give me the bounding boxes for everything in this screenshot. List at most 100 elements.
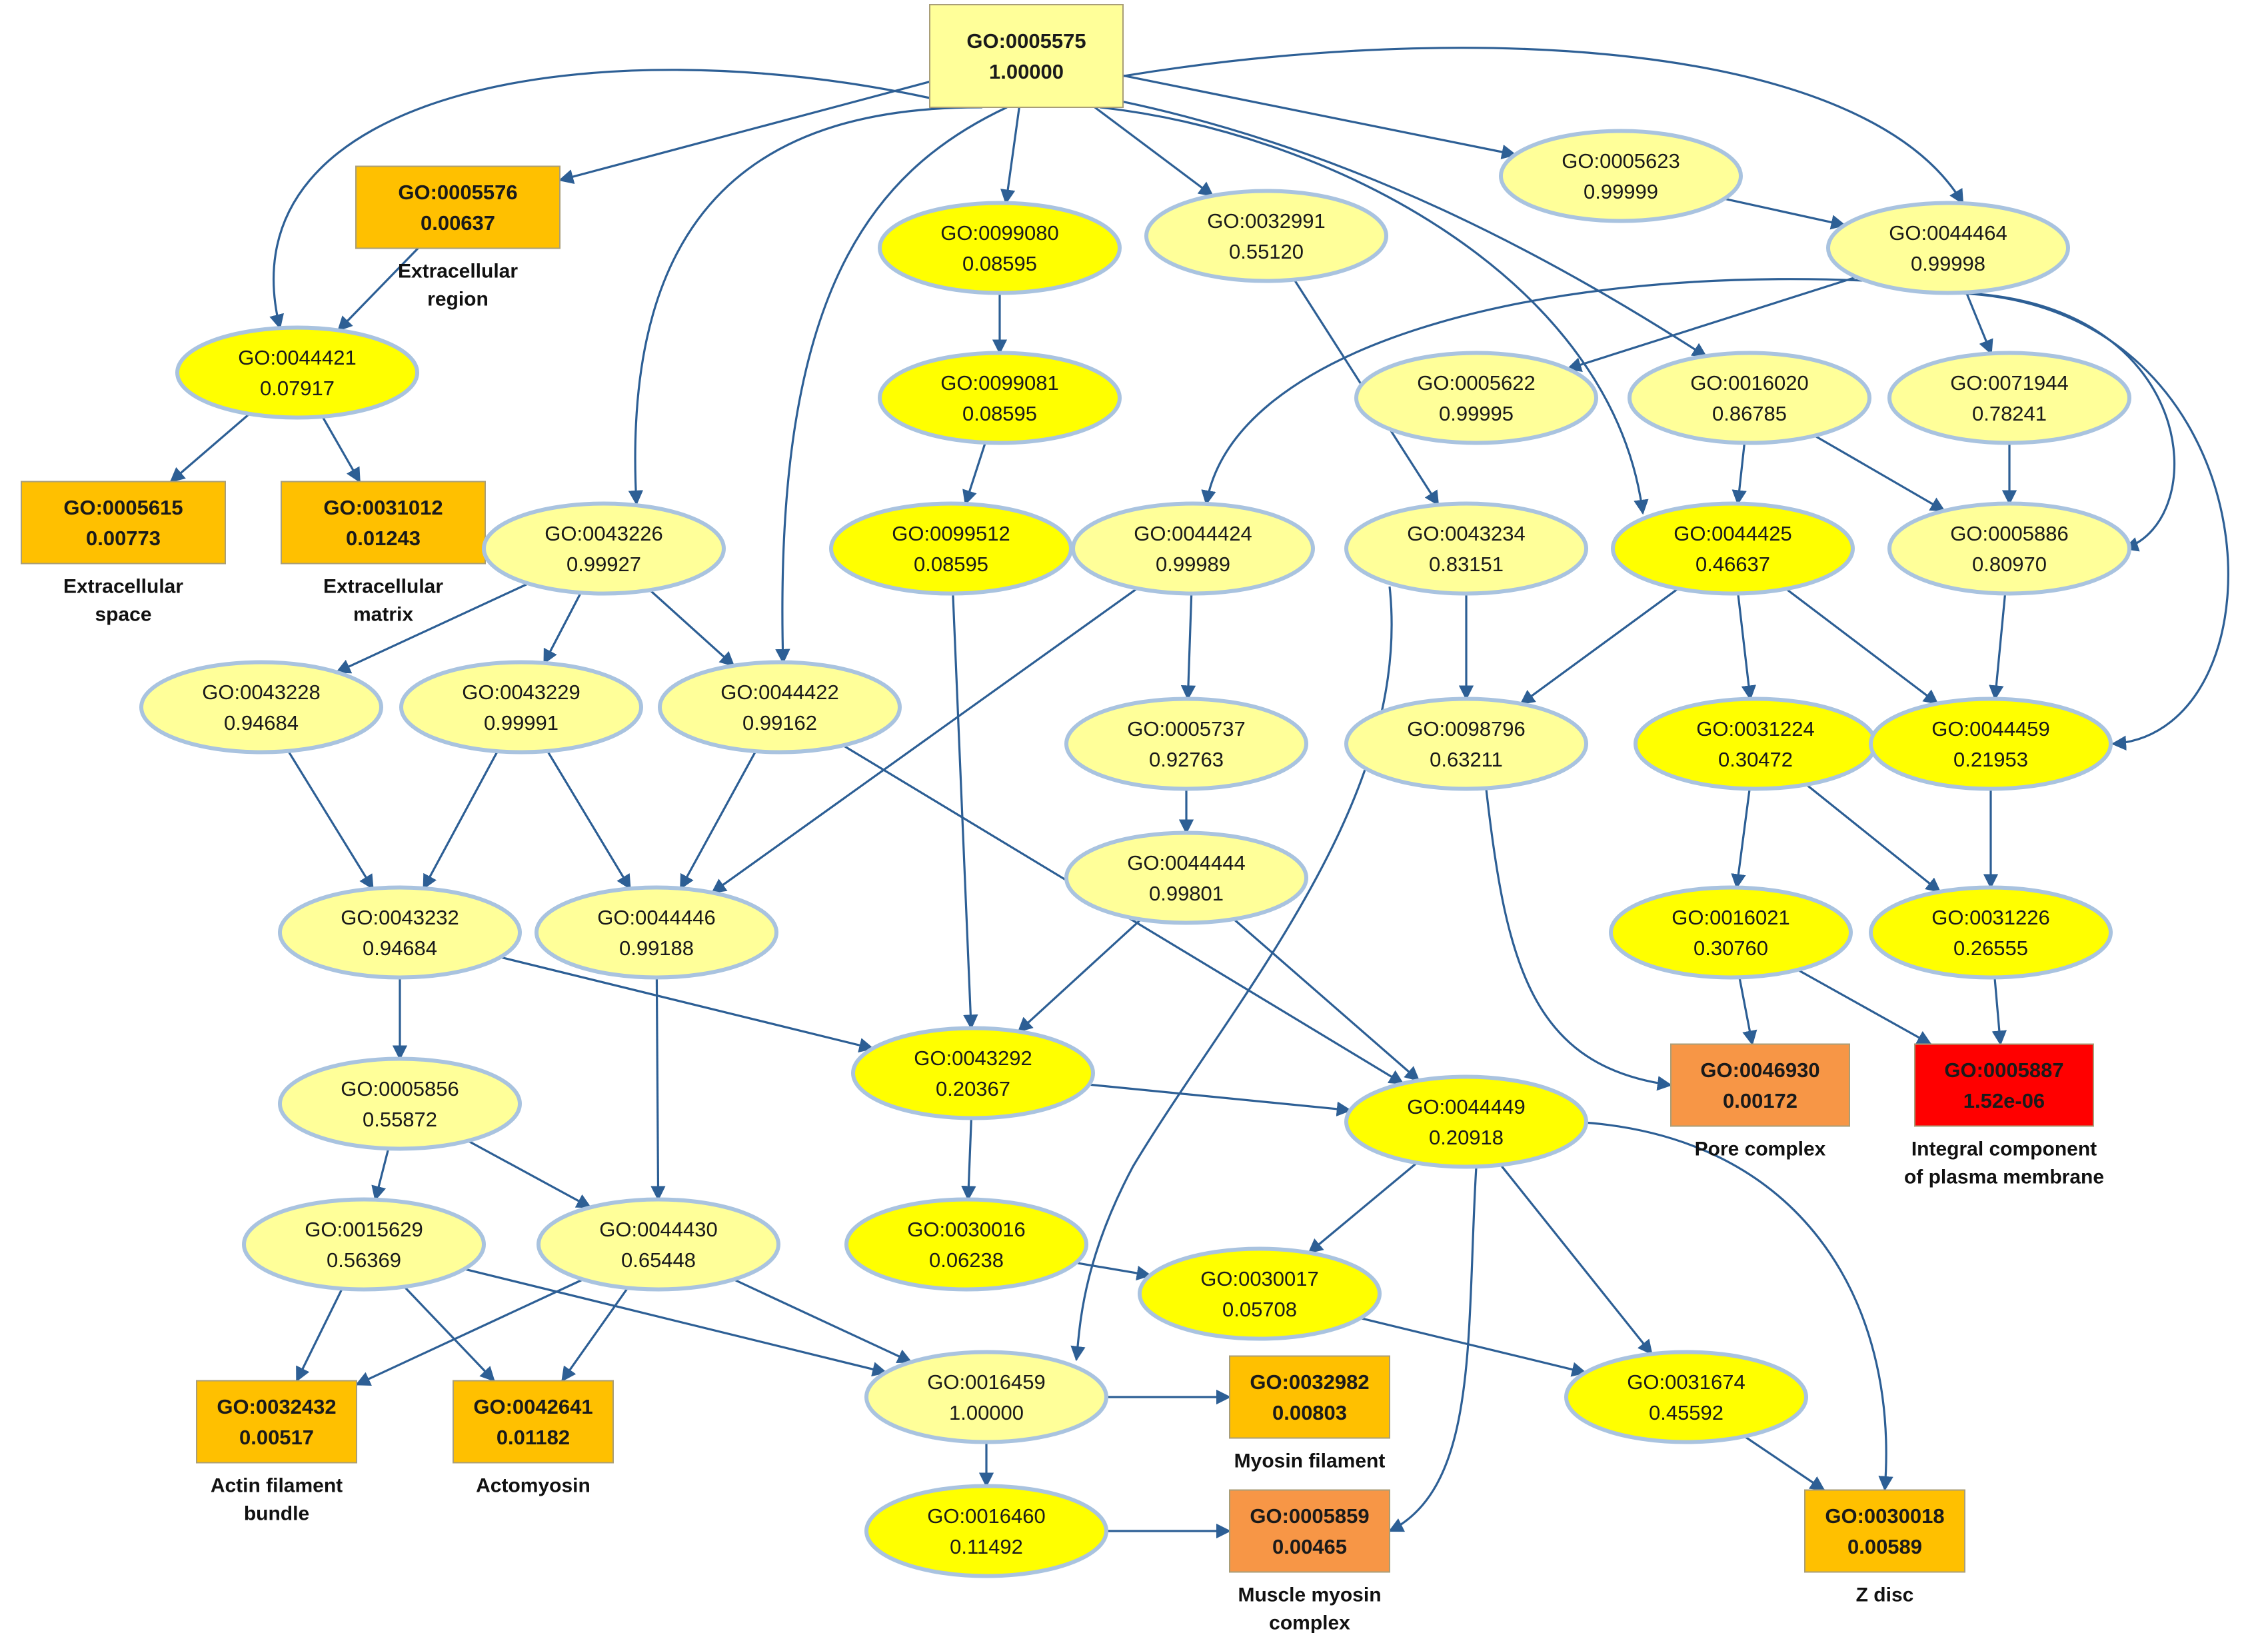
node-value-label: 0.07917	[260, 377, 335, 400]
node-value-label: 0.30760	[1694, 936, 1768, 960]
node-box	[1229, 1355, 1390, 1439]
node-ellipse	[535, 885, 778, 980]
edge-GO-0005575-to-GO-0044422	[775, 106, 1008, 665]
node-id-label: GO:0043292	[914, 1046, 1032, 1070]
node-box	[196, 1380, 357, 1464]
node-value-label: 0.94684	[224, 711, 299, 735]
node-box	[355, 165, 561, 249]
node-go-0031226[interactable]: GO:0031226 0.26555	[1869, 885, 2113, 980]
node-id-label: GO:0044422	[720, 681, 839, 704]
edge-GO-0044444-to-GO-0043292	[1017, 918, 1142, 1033]
node-value-label: 0.00803	[1272, 1401, 1347, 1424]
node-value-label: 0.08595	[962, 252, 1037, 275]
node-go-0043229[interactable]: GO:0043229 0.99991	[399, 660, 643, 755]
node-caption: Extracellular	[398, 261, 518, 283]
node-value-label: 0.06238	[929, 1248, 1004, 1272]
edge-GO-0098796-to-GO-0046930	[1485, 789, 1673, 1091]
node-go-0043228[interactable]: GO:0043228 0.94684	[139, 660, 383, 755]
node-value-label: 0.83151	[1429, 553, 1504, 576]
edge-GO-0044444-to-GO-0044449	[1233, 918, 1420, 1082]
node-ellipse	[864, 1350, 1108, 1444]
node-value-label: 0.26555	[1953, 936, 2028, 960]
edge-GO-0044464-to-GO-0044459	[1951, 291, 2229, 751]
edge-GO-0005575-to-GO-0044421	[269, 69, 930, 330]
edge-GO-0005576-to-GO-0044421	[337, 247, 419, 332]
node-id-label: GO:0043228	[202, 681, 321, 704]
node-caption: bundle	[244, 1503, 309, 1525]
node-id-label: GO:0044425	[1674, 522, 1792, 545]
node-id-label: GO:0005622	[1417, 371, 1536, 395]
node-box	[21, 481, 226, 565]
node-value-label: 0.99991	[484, 711, 559, 735]
edge-GO-0030016-to-GO-0030017	[1075, 1262, 1152, 1281]
edge-GO-0016021-to-GO-0005887	[1797, 968, 1932, 1045]
node-id-label: GO:0005856	[341, 1077, 459, 1100]
node-id-label: GO:0043229	[462, 681, 580, 704]
edge-GO-0030017-to-GO-0031674	[1360, 1317, 1587, 1377]
node-value-label: 0.00773	[86, 527, 161, 550]
node-id-label: GO:0005623	[1562, 149, 1680, 173]
node-id-label: GO:0005887	[1944, 1058, 2063, 1082]
edge-GO-0016020-to-GO-0044425	[1731, 443, 1747, 505]
edge-GO-0031224-to-GO-0031226	[1805, 783, 1941, 893]
edge-GO-0043228-to-GO-0043232	[287, 750, 374, 890]
node-value-label: 0.99801	[1149, 882, 1224, 905]
node-value-label: 0.80970	[1972, 553, 2047, 576]
node-value-label: 0.99998	[1911, 252, 1985, 275]
node-ellipse	[658, 660, 902, 755]
node-ellipse	[537, 1197, 780, 1292]
edge-GO-0043226-to-GO-0044422	[649, 589, 735, 667]
node-id-label: GO:0044430	[599, 1218, 718, 1241]
node-id-label: GO:0005859	[1250, 1504, 1369, 1528]
node-ellipse	[1826, 201, 2070, 295]
node-id-label: GO:0032991	[1207, 209, 1326, 233]
node-id-label: GO:0031226	[1931, 906, 2050, 929]
node-ellipse	[1344, 501, 1588, 596]
